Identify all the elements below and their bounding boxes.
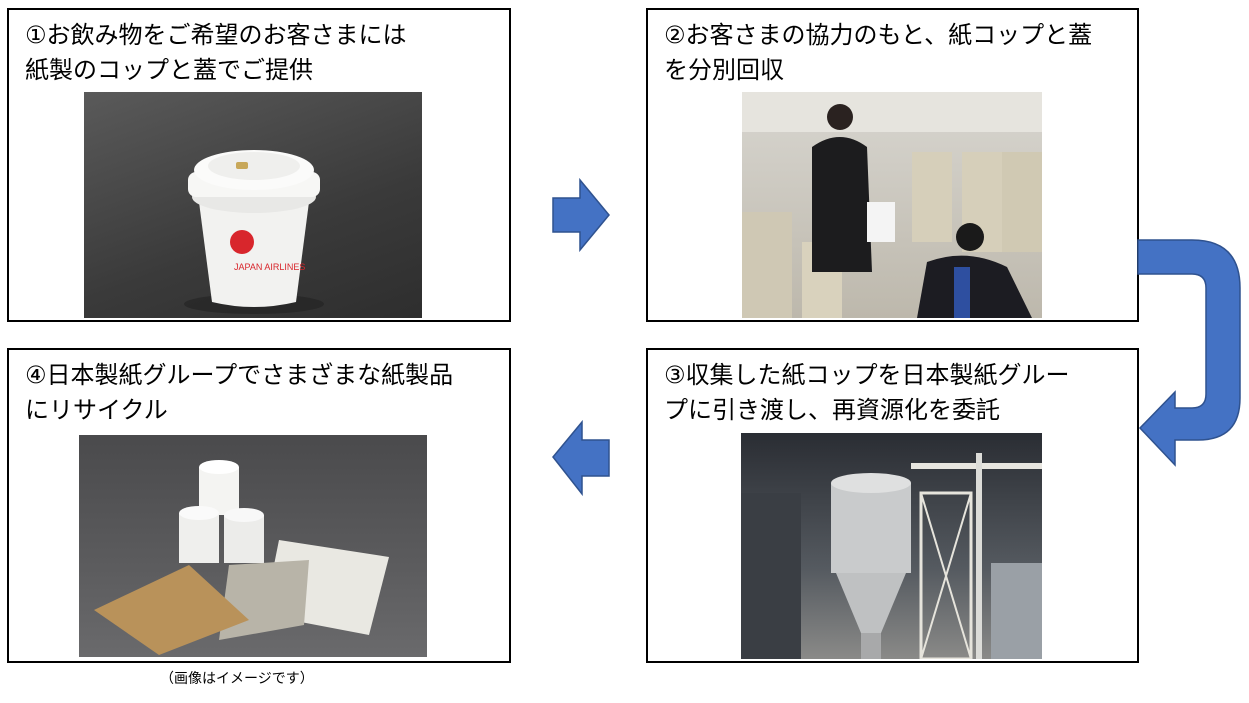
step-4-title: ④日本製紙グループでさまざまな紙製品 にリサイクル [25,361,454,424]
recycling-plant-photo [741,433,1042,659]
step-4-box: ④日本製紙グループでさまざまな紙製品 にリサイクル [7,348,511,663]
paper-cup-illustration: JAPAN AIRLINES [184,150,324,314]
step-3-title: ③収集した紙コップを日本製紙グルー プに引き渡し、再資源化を委託 [664,361,1070,424]
cabin-illustration [742,92,1042,318]
u-turn-arrow-icon [1137,239,1241,467]
cup-brand-text: JAPAN AIRLINES [234,262,305,272]
step-1-box: ①お飲み物をご希望のお客さまには 紙製のコップと蓋でご提供 JAPAN AIRL… [7,8,511,322]
arrow-right-icon [552,177,610,253]
arrow-left-icon [552,419,610,497]
cabin-collection-photo [742,92,1042,318]
step-2-title: ②お客さまの協力のもと、紙コップと蓋 を分別回収 [664,21,1093,84]
paper-products-photo [79,435,427,657]
step-1-title: ①お飲み物をご希望のお客さまには 紙製のコップと蓋でご提供 [25,21,407,84]
paper-cup-photo: JAPAN AIRLINES [84,92,422,318]
image-caption: （画像はイメージです） [160,671,314,687]
step-2-box: ②お客さまの協力のもと、紙コップと蓋 を分別回収 [646,8,1139,322]
plant-illustration [741,453,1042,659]
step-3-box: ③収集した紙コップを日本製紙グルー プに引き渡し、再資源化を委託 [646,348,1139,663]
paper-products-illustration [94,460,389,655]
